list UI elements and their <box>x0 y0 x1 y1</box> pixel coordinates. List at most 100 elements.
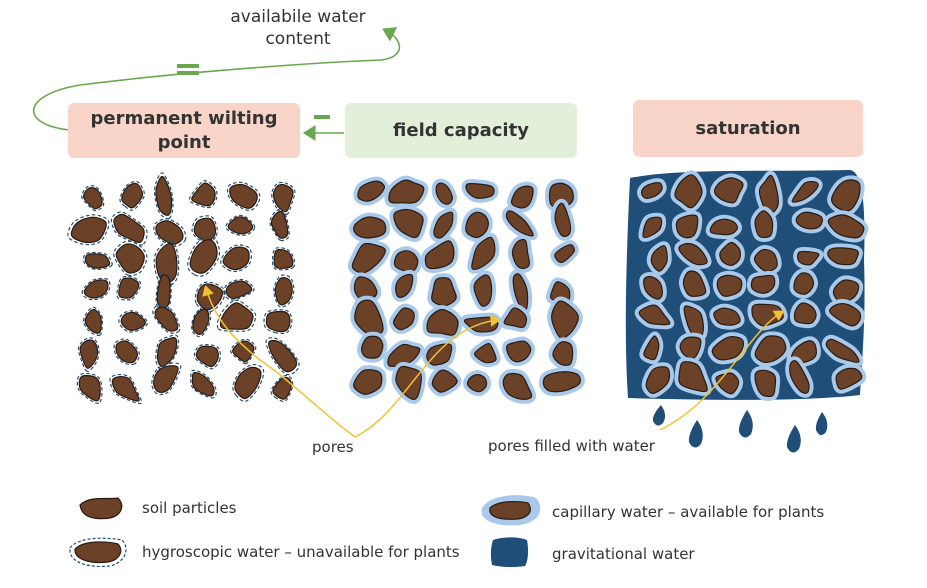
soil-particle <box>466 373 488 393</box>
soil-particle <box>155 242 178 284</box>
hygroscopic-film <box>77 337 100 372</box>
soil-particle <box>265 310 291 333</box>
soil-particle <box>789 360 810 394</box>
hygroscopic-film <box>188 180 218 209</box>
hygroscopic-film <box>191 306 212 338</box>
soil-particle <box>503 307 528 329</box>
soil-particle <box>191 182 216 207</box>
hygroscopic-film <box>109 373 143 405</box>
soil-particle <box>70 216 107 244</box>
hygroscopic-film <box>81 277 111 301</box>
soil-particle <box>709 218 739 236</box>
hygroscopic-film <box>119 180 145 211</box>
box-saturation: saturation <box>633 100 863 157</box>
soil-particle <box>791 180 819 203</box>
soil-particle <box>510 185 534 209</box>
soil-particle <box>795 211 823 230</box>
soil-particle <box>155 175 173 216</box>
soil-particle <box>272 376 292 400</box>
soil-particle <box>234 366 262 400</box>
hygroscopic-film <box>225 214 256 236</box>
available-water-title-line1: availabile water <box>230 7 366 27</box>
soil-particle <box>512 273 529 311</box>
soil-particle <box>638 304 671 326</box>
soil-particle <box>505 210 534 237</box>
soil-particle <box>465 211 490 239</box>
soil-particle <box>431 369 458 393</box>
soil-particle <box>713 307 741 326</box>
hygroscopic-film <box>151 362 182 396</box>
pores-label: pores <box>312 438 354 456</box>
legend-soil-icon <box>79 497 123 520</box>
soil-particle <box>83 187 103 210</box>
soil-particle <box>189 239 218 274</box>
hygroscopic-film <box>67 214 110 246</box>
soil-particle <box>353 216 387 239</box>
soil-particle <box>758 174 779 214</box>
soil-particle <box>554 202 572 237</box>
soil-particle <box>78 374 101 402</box>
soil-particle <box>754 369 777 398</box>
soil-particle <box>388 179 425 204</box>
soil-particle <box>219 302 254 330</box>
hygroscopic-film <box>226 181 261 211</box>
pwp-particles <box>67 172 300 405</box>
soil-particle <box>274 277 293 306</box>
soil-particle <box>435 182 454 205</box>
soil-particle <box>754 335 787 363</box>
soil-particle <box>229 183 258 209</box>
soil-particle <box>471 236 496 270</box>
soil-particle <box>232 340 255 363</box>
soil-particle <box>713 177 744 204</box>
soil-particle <box>542 371 581 393</box>
soil-particle <box>156 274 171 309</box>
box-field-capacity: field capacity <box>345 103 577 158</box>
soil-particle <box>225 280 253 300</box>
pwp-label-line1: permanent wilting <box>90 107 278 129</box>
soil-particle <box>465 182 495 199</box>
soil-particle <box>353 369 383 395</box>
soil-particle <box>115 243 145 274</box>
soil-particle <box>154 306 179 332</box>
soil-particle <box>83 279 109 299</box>
legend-capillary-icon <box>481 495 541 526</box>
soil-particle <box>268 339 298 373</box>
soil-particle <box>426 343 453 366</box>
hygroscopic-film <box>81 185 105 212</box>
soil-particle <box>719 241 741 266</box>
soil-particle <box>357 180 386 202</box>
soil-particle <box>153 365 179 393</box>
soil-particle <box>682 270 707 297</box>
available-water-title: availabile water content <box>188 6 408 50</box>
soil-particle <box>829 303 862 327</box>
soil-particle <box>506 340 532 363</box>
soil-particle <box>827 214 865 239</box>
soil-particle <box>552 341 574 366</box>
soil-particle <box>793 302 817 325</box>
pore-line-left <box>202 285 356 438</box>
hygroscopic-film <box>230 338 257 365</box>
soil-particle <box>797 250 820 266</box>
soil-particle <box>195 345 219 368</box>
soil-particle <box>835 367 863 390</box>
soil-particle <box>827 247 859 266</box>
available-water-title-line2: content <box>265 29 331 49</box>
soil-particle <box>84 253 111 269</box>
soil-particle <box>678 361 708 393</box>
soil-particle <box>645 366 671 394</box>
hygroscopic-film <box>223 278 255 301</box>
hygroscopic-film <box>270 374 294 402</box>
legend-capillary-text: capillary water – available for plants <box>552 503 825 521</box>
soil-particle <box>192 308 210 336</box>
soil-particle <box>196 283 224 311</box>
soil-particle <box>426 308 459 336</box>
soil-particle <box>502 372 533 400</box>
fc-particles <box>347 175 585 404</box>
soil-particle <box>393 250 419 273</box>
equals-sign <box>177 64 199 75</box>
soil-particle <box>84 308 102 334</box>
hygroscopic-film <box>190 369 217 399</box>
hygroscopic-film <box>113 240 148 277</box>
soil-particle <box>679 336 702 360</box>
